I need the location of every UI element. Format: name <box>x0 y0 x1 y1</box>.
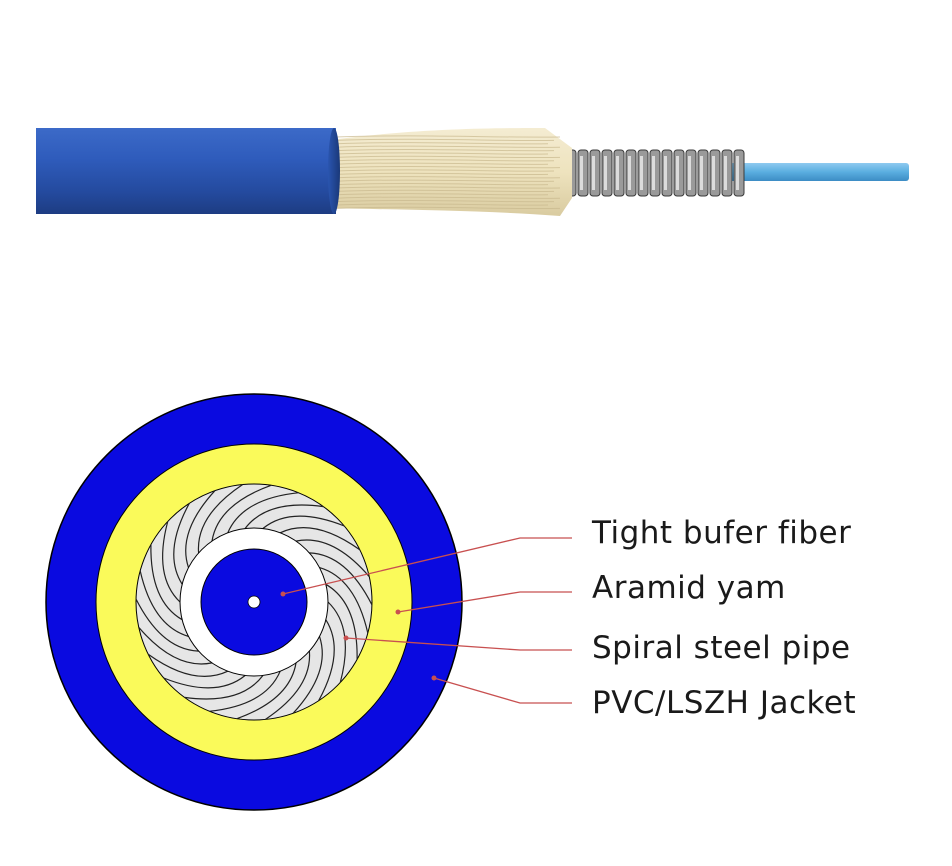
fiber-center <box>247 595 261 609</box>
label-pvc-lszh-jacket: PVC/LSZH Jacket <box>592 685 857 721</box>
label-tight-buffer-fiber: Tight bufer fiber <box>592 515 852 551</box>
label-spiral-steel-pipe: Spiral steel pipe <box>592 630 851 666</box>
leader-tight-buffer <box>282 537 572 595</box>
leader-dot-steel-pipe <box>343 635 349 641</box>
label-aramid-yarn: Aramid yam <box>592 570 786 606</box>
outer-jacket-section <box>36 128 340 214</box>
leader-steel-pipe <box>345 637 572 651</box>
cable-side-view <box>36 128 909 216</box>
leader-dot-tight-buffer <box>280 591 286 597</box>
aramid-yarn-section <box>330 128 572 216</box>
leader-aramid <box>397 591 572 613</box>
inner-fiber <box>730 163 909 181</box>
leader-lines <box>280 537 572 704</box>
spiral-blades <box>135 484 373 720</box>
leader-dot-jacket <box>431 675 437 681</box>
spiral-steel-section <box>565 149 745 197</box>
cable-cross-section <box>45 393 463 811</box>
leader-dot-aramid <box>395 609 401 615</box>
leader-jacket <box>433 677 572 704</box>
